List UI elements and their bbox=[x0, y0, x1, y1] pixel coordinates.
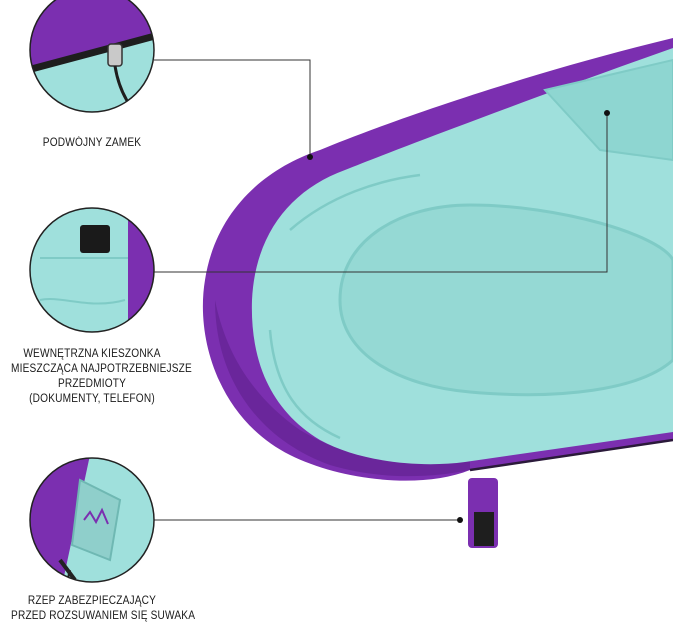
leader-line-zipper bbox=[154, 59, 311, 157]
phone-icon bbox=[80, 225, 110, 253]
bag-quilt-oval bbox=[338, 203, 673, 397]
bag-quilt-line bbox=[289, 173, 421, 231]
leader-lines bbox=[154, 59, 608, 521]
detail-zipper bbox=[29, 0, 155, 113]
sleeping-bag bbox=[202, 38, 673, 548]
caption-inner-pocket: WEWNĘTRZNA KIESZONKA MIESZCZĄCA NAJPOTRZ… bbox=[11, 347, 192, 407]
caption-line: (DOKUMENTY, TELEFON) bbox=[29, 393, 155, 405]
bag-pocket-flap bbox=[543, 58, 673, 162]
caption-line: PRZED ROZSUWANIEM SIĘ SUWAKA bbox=[11, 610, 196, 622]
caption-line: WEWNĘTRZNA KIESZONKA bbox=[23, 348, 161, 360]
bag-shell-shadow bbox=[215, 300, 470, 477]
caption-double-zipper: PODWÓJNY ZAMEK bbox=[11, 136, 173, 151]
caption-line: PODWÓJNY ZAMEK bbox=[42, 137, 142, 149]
bag-zipper-edge bbox=[469, 438, 673, 472]
leader-line-pocket bbox=[154, 113, 608, 273]
caption-line: MIESZCZĄCA NAJPOTRZEBNIEJSZE bbox=[11, 363, 192, 375]
caption-line: PRZEDMIOTY bbox=[57, 378, 127, 390]
leader-dot-velcro bbox=[457, 517, 463, 523]
velcro-patch bbox=[474, 512, 494, 546]
detail-velcro bbox=[29, 457, 155, 583]
caption-velcro-strap: RZEP ZABEZPIECZAJĄCY PRZED ROZSUWANIEM S… bbox=[11, 594, 196, 624]
leader-dot-zipper bbox=[307, 154, 313, 160]
leader-dot-pocket bbox=[604, 110, 610, 116]
bag-quilt-line bbox=[268, 329, 341, 440]
caption-line: RZEP ZABEZPIECZAJĄCY bbox=[27, 595, 157, 607]
zipper-pull-icon bbox=[107, 43, 123, 67]
detail-pocket bbox=[29, 207, 155, 333]
